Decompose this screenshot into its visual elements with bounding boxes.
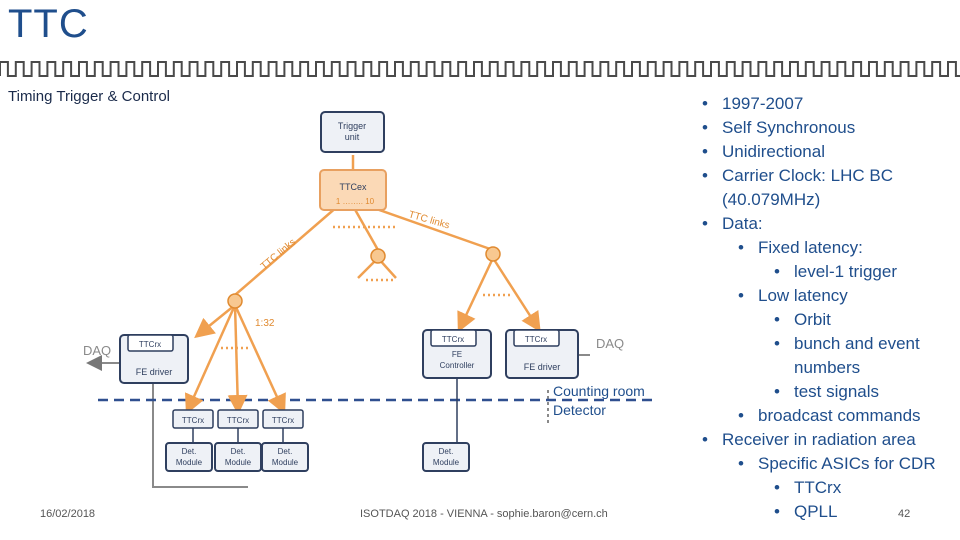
footer-center: ISOTDAQ 2018 - VIENNA - sophie.baron@cer… (360, 508, 608, 520)
bullet-text: 1997-2007 (722, 94, 804, 113)
bullet-item: • Fixed latency: (690, 236, 960, 260)
bullet-text: TTCrx (794, 478, 842, 497)
bullet-dot-icon: • (702, 118, 708, 137)
ttcex-label: TTCex (340, 182, 368, 192)
det-module-label: Det.Module (272, 447, 299, 467)
bullet-dot-icon: • (702, 430, 708, 449)
bullet-item: • TTCrx (690, 476, 960, 500)
det-module-label: Det.Module (225, 447, 252, 467)
det-modules: Det.Module Det.Module Det.Module Det.Mod… (165, 378, 470, 472)
bullet-text: Receiver in radiation area (722, 430, 916, 449)
bullet-text: Orbit (794, 310, 831, 329)
det-module-label: Det.Module (176, 447, 203, 467)
bullet-item: • Self Synchronous (690, 116, 960, 140)
chip-links (192, 428, 284, 443)
daq-right-label: DAQ (596, 336, 624, 351)
bullet-dot-icon: • (774, 310, 780, 329)
bullet-text: level-1 trigger (794, 262, 897, 281)
ttcrx-label: TTCrx (182, 416, 204, 425)
split-ratio-label: 1:32 (255, 318, 275, 329)
splitter-node (370, 248, 386, 264)
bullet-item: • Unidirectional (690, 140, 960, 164)
bullet-dot-icon: • (738, 286, 744, 305)
bullet-dot-icon: • (774, 334, 780, 353)
bullet-text: Specific ASICs for CDR (758, 454, 936, 473)
ttcrx-label: TTCrx (139, 340, 161, 349)
bullet-dot-icon: • (702, 94, 708, 113)
dotted-continuations (221, 225, 510, 350)
bullet-text: broadcast commands (758, 406, 921, 425)
bullet-text: Self Synchronous (722, 118, 856, 137)
bullet-item: • Data: (690, 212, 960, 236)
bullet-dot-icon: • (702, 166, 708, 185)
bullet-text: (40.079MHz) (722, 190, 821, 209)
footer-date: 16/02/2018 (40, 508, 96, 520)
ttc-links-left-label: TTC links (259, 237, 298, 273)
bullet-text: Data: (722, 214, 763, 233)
bullet-item: • broadcast commands (690, 404, 960, 428)
bullet-item: • test signals (690, 380, 960, 404)
bullet-text: test signals (794, 382, 880, 401)
bullet-list: • 1997-2007 • Self Synchronous • Unidirection… (690, 92, 960, 524)
daq-left-label: DAQ (83, 343, 111, 358)
bullet-dot-icon: • (738, 238, 744, 257)
detector-ttcrx-chips: TTCrx TTCrx TTCrx (172, 409, 304, 429)
bullet-item: • Orbit (690, 308, 960, 332)
ttcrx-label: TTCrx (442, 335, 464, 344)
bullet-item: (40.079MHz) (690, 188, 960, 212)
bullet-dot-icon: • (738, 454, 744, 473)
ttcrx-label: TTCrx (272, 416, 294, 425)
ttcex-range-label: 1 …….. 10 (336, 197, 375, 206)
det-module-label: Det.Module (433, 447, 460, 467)
bullet-dot-icon: • (774, 262, 780, 281)
ttc-distribution-lines (185, 155, 541, 415)
bullet-text: Unidirectional (722, 142, 825, 161)
bullet-dot-icon: • (702, 214, 708, 233)
fe-driver-left-box: TTCrx FE driver (119, 334, 189, 384)
ttcrx-label: TTCrx (525, 335, 547, 344)
clock-waveform (0, 61, 960, 77)
slide-title: TTC (8, 2, 89, 46)
fe-driver-label: FE driver (524, 362, 561, 372)
bullet-item: • 1997-2007 (690, 92, 960, 116)
bullet-dot-icon: • (774, 502, 780, 521)
bullet-item: • bunch and event (690, 332, 960, 356)
ttcrx-label: TTCrx (227, 416, 249, 425)
bullet-item: • Low latency (690, 284, 960, 308)
bullet-text: bunch and event (794, 334, 920, 353)
bullet-item: • QPLL (690, 500, 960, 524)
bullet-item: • level-1 trigger (690, 260, 960, 284)
bullet-item: numbers (690, 356, 960, 380)
fe-driver-label: FE driver (136, 367, 173, 377)
bullet-text: QPLL (794, 502, 838, 521)
counting-room-label: Counting room (553, 383, 645, 399)
splitter-node (485, 246, 501, 262)
ttcex-box: TTCex 1 …….. 10 (319, 169, 387, 211)
bullet-dot-icon: • (774, 478, 780, 497)
bullet-item: • Carrier Clock: LHC BC (690, 164, 960, 188)
bullet-item: • Specific ASICs for CDR (690, 452, 960, 476)
bullet-text: numbers (794, 358, 861, 377)
bullet-text: Fixed latency: (758, 238, 863, 257)
bullet-item: • Receiver in radiation area (690, 428, 960, 452)
bullet-text: Carrier Clock: LHC BC (722, 166, 893, 185)
bullet-dot-icon: • (738, 406, 744, 425)
fe-driver-right-box: TTCrx FE driver (505, 329, 579, 379)
slide-subtitle: Timing Trigger & Control (8, 88, 170, 105)
splitter-node (227, 293, 243, 309)
detector-label: Detector (553, 402, 606, 418)
bullet-dot-icon: • (702, 142, 708, 161)
bullet-text: Low latency (758, 286, 848, 305)
bullet-dot-icon: • (774, 382, 780, 401)
page-number: 42 (898, 508, 911, 520)
